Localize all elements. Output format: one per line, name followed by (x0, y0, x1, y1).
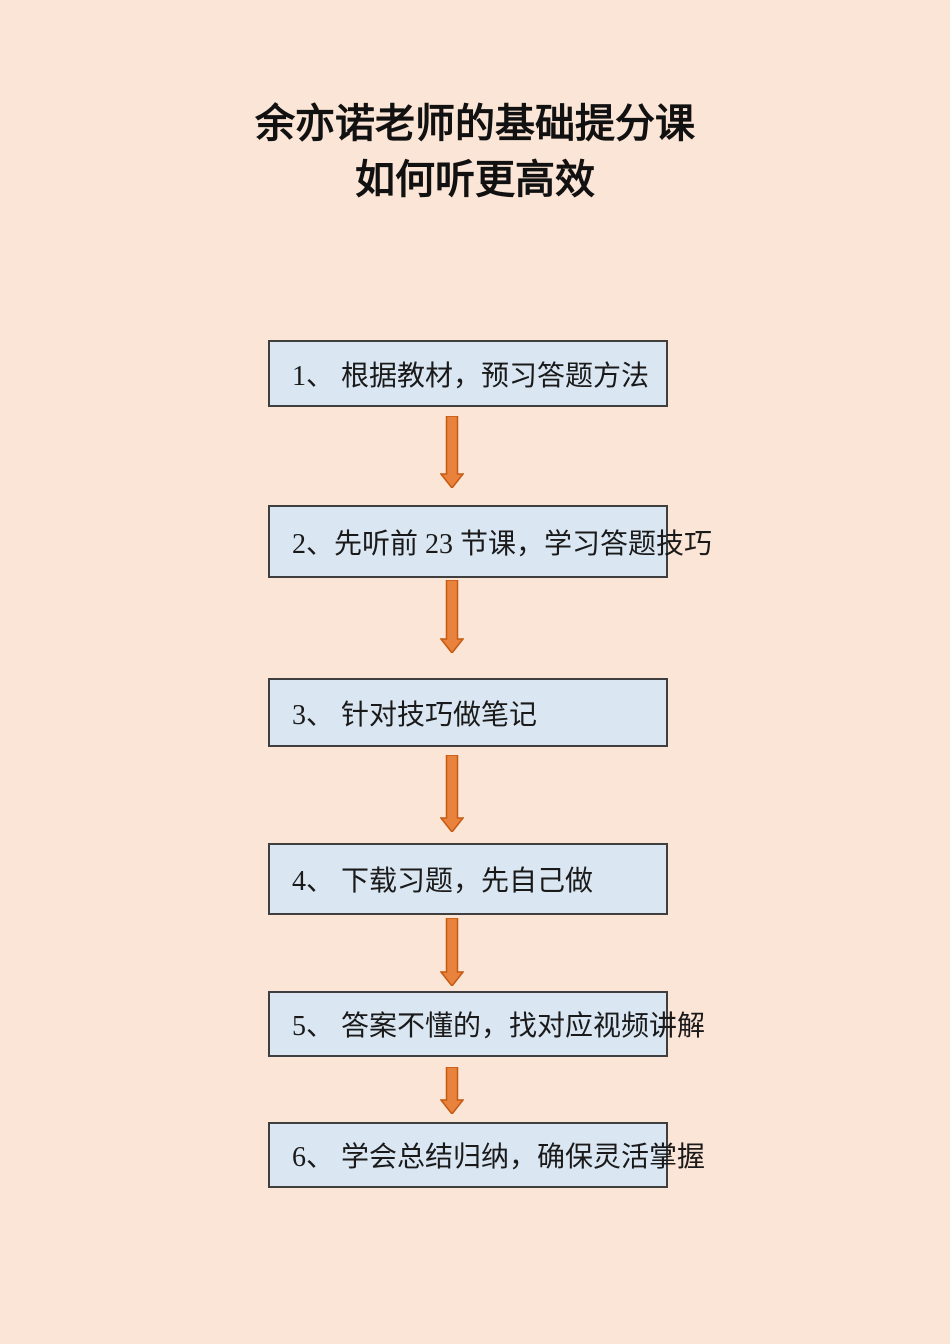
flow-step-1-label: 1、 根据教材，预习答题方法 (292, 360, 650, 392)
arrow-down-icon (440, 918, 464, 986)
flow-step-2-label: 2、先听前 23 节课，学习答题技巧 (292, 528, 713, 560)
arrow-down-icon (440, 416, 464, 488)
flow-step-6-label: 6、 学会总结归纳，确保灵活掌握 (292, 1142, 706, 1173)
flow-step-6: 6、 学会总结归纳，确保灵活掌握 (268, 1122, 705, 1188)
flow-step-3-label: 3、 针对技巧做笔记 (292, 699, 538, 731)
flow-step-5-label: 5、 答案不懂的，找对应视频讲解 (292, 1011, 706, 1042)
arrow-down-icon (440, 580, 464, 653)
page-title-line-1: 余亦诺老师的基础提分课 (255, 101, 695, 146)
flow-step-4: 4、 下载习题，先自己做 (268, 843, 668, 915)
flow-step-2: 2、先听前 23 节课，学习答题技巧 (268, 505, 712, 578)
flow-step-3: 3、 针对技巧做笔记 (268, 678, 668, 747)
arrow-down-icon (440, 1067, 464, 1114)
arrow-down-icon (440, 755, 464, 832)
page-title-line-2: 如何听更高效 (355, 157, 595, 202)
flow-step-4-label: 4、 下载习题，先自己做 (292, 866, 594, 897)
page-title: 余亦诺老师的基础提分课 如何听更高效 (0, 96, 950, 208)
flow-step-5: 5、 答案不懂的，找对应视频讲解 (268, 991, 705, 1057)
flow-step-1: 1、 根据教材，预习答题方法 (268, 340, 668, 407)
